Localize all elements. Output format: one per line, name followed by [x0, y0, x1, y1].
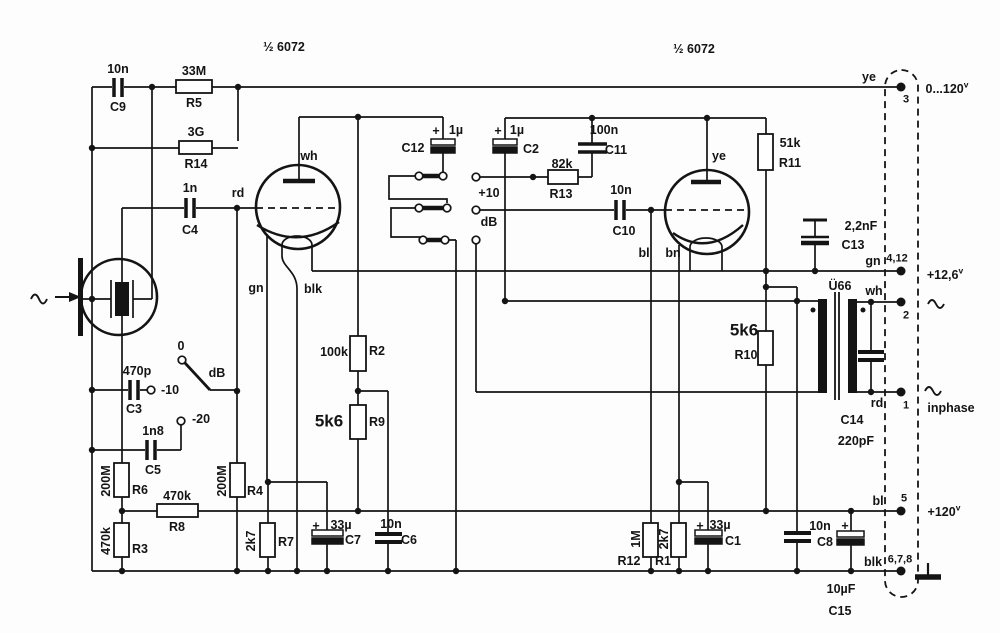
pin-3-dot — [896, 82, 906, 92]
electrolytic-capacitors — [311, 138, 865, 546]
resistor-R7 — [259, 522, 276, 558]
wires — [82, 86, 901, 572]
resistor-R8 — [156, 503, 199, 518]
junction-dots — [88, 83, 875, 575]
transformer-core — [834, 292, 840, 400]
tube1-symbol — [254, 163, 342, 256]
capacitor-C14 — [858, 350, 884, 362]
capacitor-C7 — [311, 529, 344, 545]
resistor-R5 — [175, 79, 213, 94]
capacitor-C3 — [128, 380, 140, 400]
ac-wave-icon — [927, 299, 945, 309]
resistor-R11 — [757, 133, 774, 171]
capacitor-C8 — [784, 531, 811, 543]
connector-pins — [896, 82, 906, 576]
resistor-R12 — [642, 522, 659, 558]
input-arrow-icon — [69, 292, 81, 302]
capacitor-C2 — [492, 138, 518, 154]
pin-1-dot — [896, 387, 906, 397]
ac-wave-icon — [30, 293, 48, 305]
capacitor-C11 — [578, 142, 607, 154]
resistor-symbols — [113, 79, 774, 558]
transformer-U66-symbol — [810, 292, 866, 400]
transformer-secondary — [848, 299, 857, 393]
capacitor-C5 — [145, 440, 157, 460]
capacitor-C10 — [614, 200, 626, 220]
capacitor-C1 — [694, 529, 723, 545]
mic-backplate — [115, 282, 129, 316]
resistor-R2 — [349, 335, 367, 372]
resistor-R3 — [113, 522, 130, 558]
db-selector-switch — [146, 355, 212, 426]
connector-outline — [884, 69, 919, 598]
tube2-symbol — [663, 168, 751, 257]
switch-arm — [183, 362, 212, 391]
resistor-R13 — [547, 169, 579, 185]
capacitor-C15 — [836, 530, 865, 546]
resistor-R14 — [178, 140, 213, 155]
resistor-R6 — [113, 462, 130, 498]
pin-5-dot — [896, 506, 906, 516]
resistor-R10 — [757, 330, 774, 366]
resistor-R4 — [229, 462, 246, 498]
ground-icon — [915, 563, 941, 580]
capacitor-C12 — [430, 138, 456, 154]
capacitor-C6 — [375, 532, 402, 544]
capacitor-C4 — [184, 198, 196, 218]
mic-capsule-symbol — [30, 257, 159, 337]
resistor-R9 — [349, 404, 367, 440]
ac-wave-icon — [924, 386, 942, 396]
capacitor-C9 — [112, 78, 124, 97]
tube-grid-dashed-lines — [256, 207, 749, 211]
pin-6-7-8-dot — [896, 566, 906, 576]
pin-2-dot — [896, 297, 906, 307]
resistor-R1 — [670, 522, 687, 558]
capacitor-symbols — [112, 78, 884, 544]
transformer-primary — [818, 299, 827, 393]
pin-4-12-dot — [896, 266, 906, 276]
ac-wave-icons — [924, 299, 945, 396]
attenuator-switch-contacts — [414, 171, 481, 245]
